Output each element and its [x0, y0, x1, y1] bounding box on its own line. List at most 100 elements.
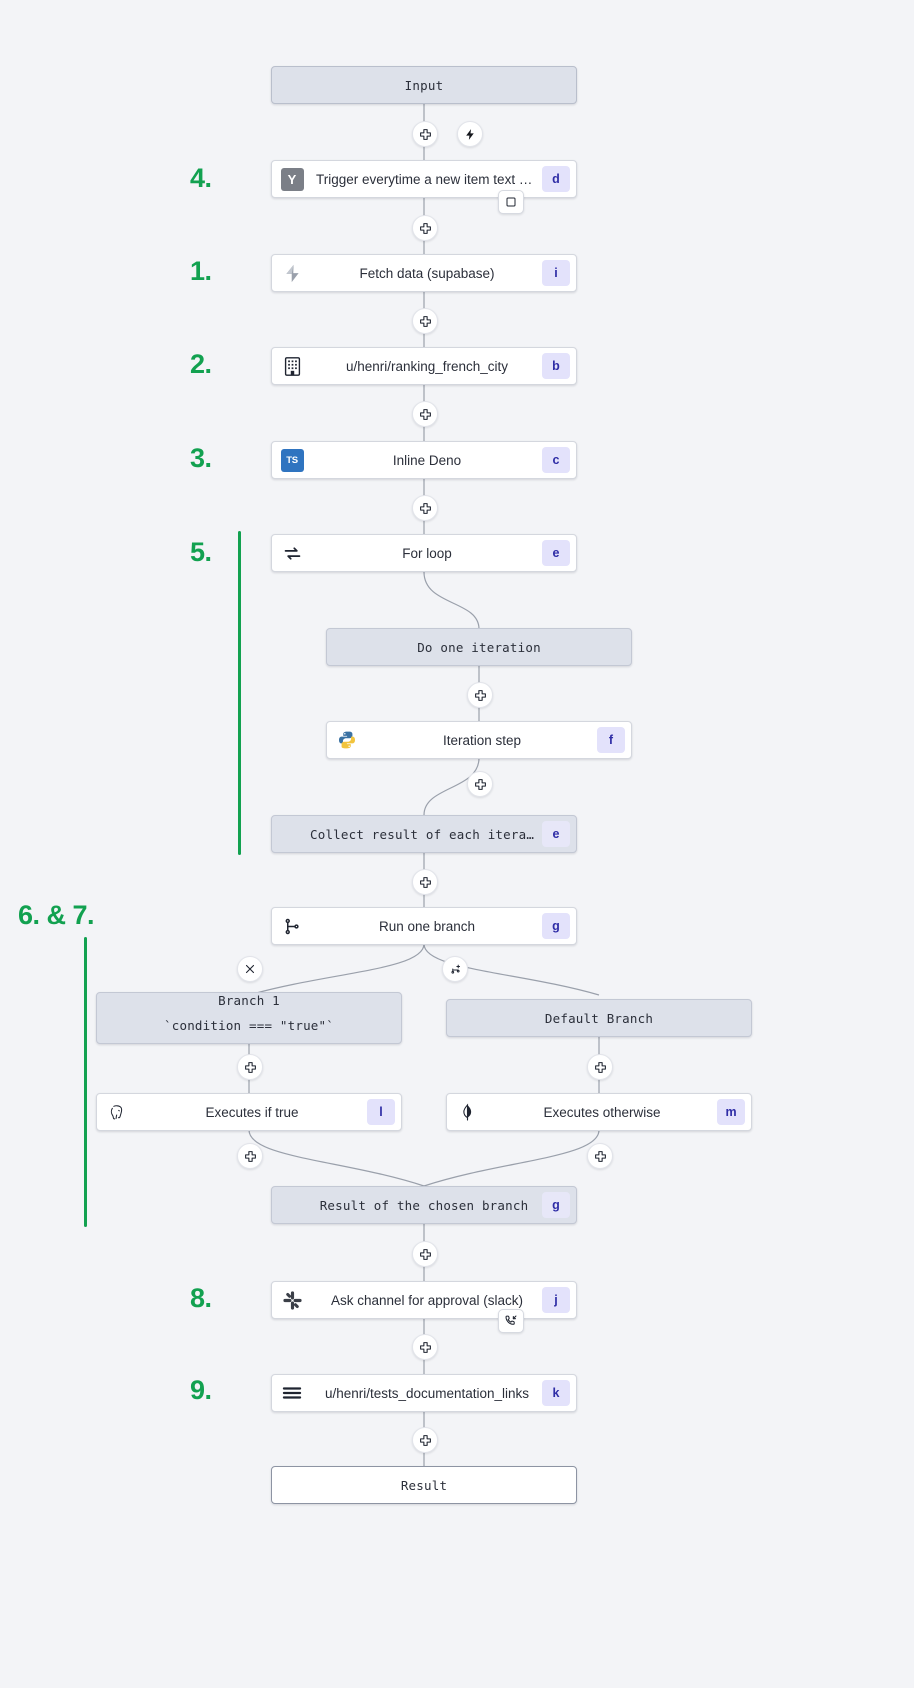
branch-icon [272, 908, 312, 944]
run-one-branch-node-label: Run one branch [378, 918, 476, 934]
postgres-elephant-glyph [110, 1104, 122, 1119]
slack-icon [272, 1282, 312, 1318]
loop-scope-bar [238, 531, 241, 855]
executes-otherwise-node-label: Executes otherwise [543, 1104, 661, 1120]
add-step-handle[interactable] [412, 495, 438, 521]
run-one-branch-node[interactable]: Run one branch g [271, 907, 577, 945]
suspend-approval-chip[interactable] [498, 1309, 524, 1333]
step-number-3: 3. [190, 443, 212, 473]
iteration-step-node[interactable]: Iteration step f [326, 721, 632, 759]
result-node[interactable]: Result [271, 1466, 577, 1504]
add-step-handle[interactable] [237, 1143, 263, 1169]
mongodb-leaf-glyph [462, 1103, 471, 1121]
branch-1-node-condition: `condition === "true"` [164, 1018, 334, 1033]
step-number-2: 2. [190, 349, 212, 379]
step-number-5: 5. [190, 537, 212, 567]
add-branch-handle[interactable] [442, 956, 468, 982]
typescript-tile-icon: TS [272, 442, 312, 478]
add-step-handle[interactable] [237, 1054, 263, 1080]
phone-callback-icon [505, 1315, 517, 1325]
plus-icon [594, 1061, 606, 1073]
loop-arrows-glyph [284, 546, 300, 560]
ranking-french-city-node-label: u/henri/ranking_french_city [345, 358, 509, 374]
default-branch-node[interactable]: Default Branch [446, 999, 752, 1037]
do-one-iteration-node-label: Do one iteration [417, 639, 541, 655]
executes-if-true-node[interactable]: Executes if true l [96, 1093, 402, 1131]
plus-icon [244, 1150, 256, 1162]
add-step-handle[interactable] [467, 771, 493, 797]
result-node-label: Result [400, 1477, 448, 1493]
supabase-bolt-icon [272, 255, 312, 291]
collect-result-node[interactable]: Collect result of each iteration e [271, 815, 577, 853]
add-step-handle[interactable] [412, 1334, 438, 1360]
inline-deno-node[interactable]: TS Inline Deno c [271, 441, 577, 479]
for-loop-node-label: For loop [402, 545, 452, 561]
building-icon [272, 348, 312, 384]
branch-glyph [285, 918, 299, 934]
python-icon [327, 722, 367, 758]
iteration-step-node-badge: f [597, 727, 625, 753]
remove-branch-handle[interactable] [237, 956, 263, 982]
step-number-8: 8. [190, 1283, 212, 1313]
plus-icon [244, 1061, 256, 1073]
add-step-handle[interactable] [412, 1427, 438, 1453]
add-step-handle[interactable] [412, 308, 438, 334]
plus-icon [419, 1434, 431, 1446]
trigger-node[interactable]: Y Trigger everytime a new item text o… d [271, 160, 577, 198]
fetch-data-node-badge: i [542, 260, 570, 286]
plus-icon [419, 408, 431, 420]
executes-if-true-node-label: Executes if true [205, 1104, 299, 1120]
stop-after-if-chip[interactable] [498, 190, 524, 214]
tests-documentation-links-node-label: u/henri/tests_documentation_links [324, 1385, 530, 1401]
close-x-icon [245, 964, 255, 974]
python-glyph [339, 731, 355, 749]
hamburger-icon [272, 1375, 312, 1411]
ranking-french-city-node[interactable]: u/henri/ranking_french_city b [271, 347, 577, 385]
plus-icon [474, 778, 486, 790]
add-branch-icon [450, 964, 460, 974]
lightning-bolt-icon [465, 128, 474, 140]
executes-if-true-node-badge: l [367, 1099, 395, 1125]
plus-icon [419, 1341, 431, 1353]
add-step-handle[interactable] [412, 401, 438, 427]
input-node[interactable]: Input [271, 66, 577, 104]
do-one-iteration-node[interactable]: Do one iteration [326, 628, 632, 666]
step-number-9: 9. [190, 1375, 212, 1405]
step-number-4: 4. [190, 163, 212, 193]
tests-documentation-links-node[interactable]: u/henri/tests_documentation_links k [271, 1374, 577, 1412]
add-step-handle[interactable] [587, 1054, 613, 1080]
add-step-handle[interactable] [412, 869, 438, 895]
ranking-french-city-node-badge: b [542, 353, 570, 379]
add-step-handle[interactable] [412, 1241, 438, 1267]
add-step-handle[interactable] [467, 682, 493, 708]
yaml-tile-icon: Y [272, 161, 312, 197]
collect-result-node-label: Collect result of each iteration [310, 826, 542, 842]
fetch-data-node[interactable]: Fetch data (supabase) i [271, 254, 577, 292]
collect-result-node-badge: e [542, 821, 570, 847]
typescript-tile-glyph: TS [280, 448, 304, 472]
add-step-handle[interactable] [587, 1143, 613, 1169]
mongodb-icon [447, 1094, 487, 1130]
slack-glyph [282, 1290, 302, 1310]
branch-scope-bar [84, 937, 87, 1227]
fetch-data-node-label: Fetch data (supabase) [359, 265, 495, 281]
postgres-icon [97, 1094, 137, 1130]
for-loop-node[interactable]: For loop e [271, 534, 577, 572]
result-of-chosen-branch-node[interactable]: Result of the chosen branch g [271, 1186, 577, 1224]
result-of-chosen-branch-node-badge: g [542, 1192, 570, 1218]
executes-otherwise-node[interactable]: Executes otherwise m [446, 1093, 752, 1131]
trigger-bolt-handle[interactable] [457, 121, 483, 147]
for-loop-node-badge: e [542, 540, 570, 566]
add-step-handle[interactable] [412, 121, 438, 147]
add-step-handle[interactable] [412, 215, 438, 241]
trigger-node-badge: d [542, 166, 570, 192]
ask-approval-node[interactable]: Ask channel for approval (slack) j [271, 1281, 577, 1319]
step-number-1: 1. [190, 256, 212, 286]
input-node-label: Input [404, 77, 444, 93]
default-branch-node-label: Default Branch [544, 1010, 654, 1026]
hamburger-glyph [282, 1387, 302, 1399]
branch-1-node[interactable]: Branch 1 `condition === "true"` [96, 992, 402, 1044]
plus-icon [474, 689, 486, 701]
inline-deno-node-label: Inline Deno [392, 452, 462, 468]
square-stop-icon [506, 197, 516, 207]
